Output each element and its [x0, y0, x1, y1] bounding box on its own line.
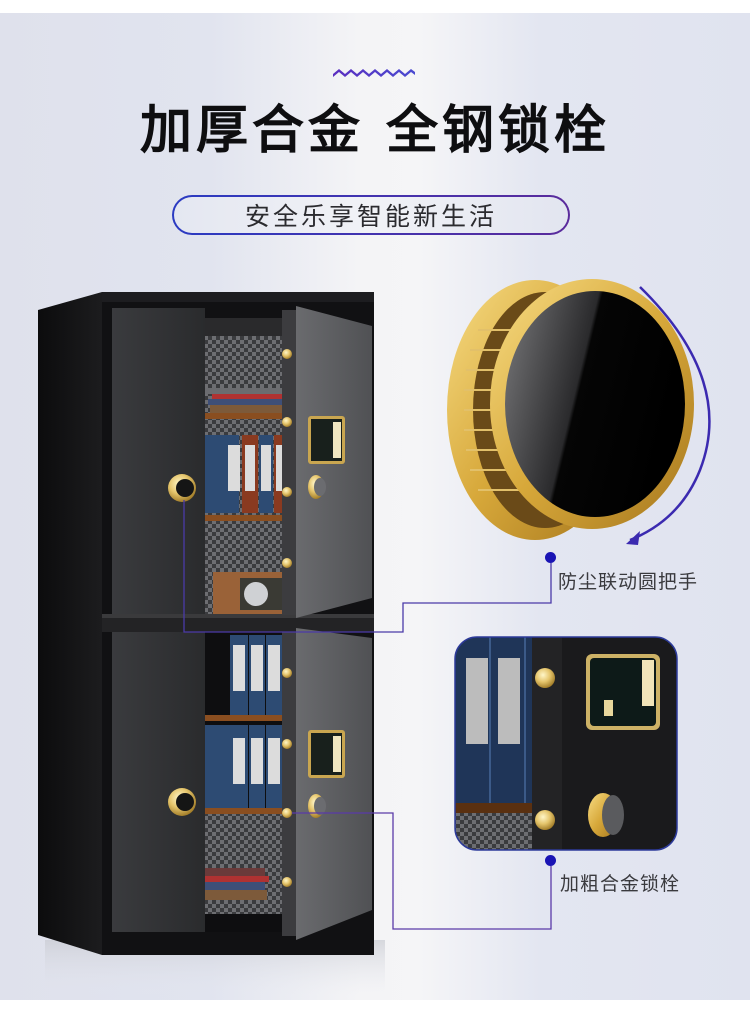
lock-bolts	[282, 349, 292, 887]
shelf	[205, 808, 295, 814]
lower-knob	[168, 788, 196, 816]
lower-left-door	[112, 632, 205, 932]
page-title: 加厚合金 全钢锁栓	[139, 101, 611, 161]
rotate-arrow-icon	[629, 286, 711, 542]
binder-row	[230, 635, 282, 715]
lower-open-door	[296, 628, 372, 940]
callout-dot	[545, 855, 556, 866]
lower-dial	[308, 794, 326, 818]
shelf	[205, 515, 295, 521]
shelf	[205, 715, 295, 721]
feature-label-knob: 防尘联动圆把手	[558, 571, 699, 593]
upper-left-door	[112, 308, 205, 614]
upper-fingerprint-keypad	[308, 416, 345, 464]
lower-fingerprint-keypad	[308, 730, 345, 778]
binder-row	[205, 435, 288, 513]
binder-row	[205, 725, 282, 808]
cabinet-side-panel	[38, 292, 102, 955]
tagline-text: 安全乐享智能新生活	[174, 197, 568, 233]
bolt-callout-line	[292, 812, 552, 930]
radio-object	[213, 572, 295, 614]
lock-bolt-closeup-icon	[455, 637, 677, 850]
shelf	[205, 413, 295, 419]
upper-dial	[308, 475, 326, 499]
wave-divider-icon	[333, 69, 415, 77]
round-knob-handle-icon	[447, 279, 694, 540]
feature-label-bolt: 加粗合金锁栓	[560, 873, 681, 895]
knob-callout-line	[183, 500, 552, 633]
callout-dot	[545, 552, 556, 563]
upper-knob	[168, 474, 196, 502]
tagline-badge: 安全乐享智能新生活	[172, 195, 570, 235]
